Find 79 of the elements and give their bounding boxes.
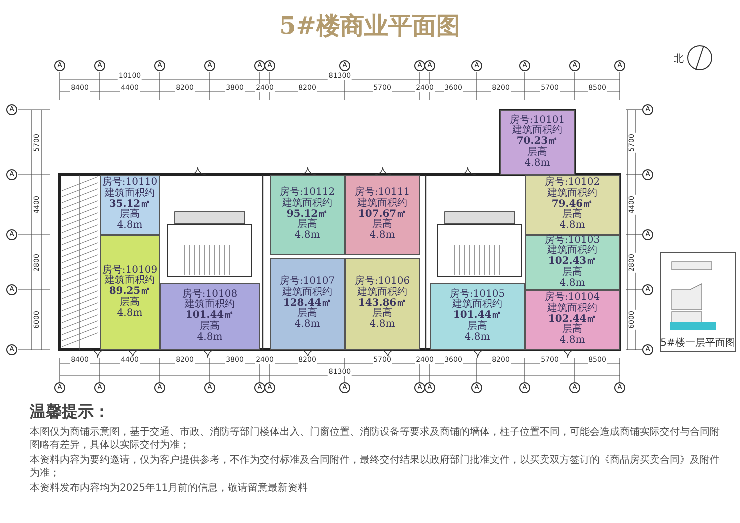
area-value: 101.44㎡: [186, 311, 234, 322]
key-plan-caption: 5#楼一层平面图: [660, 336, 736, 350]
shop-unit: [345, 175, 420, 255]
shop-unit: [430, 283, 525, 350]
room-number: 房号:10107: [280, 277, 336, 287]
room-number: 房号:10102: [544, 178, 600, 188]
area-caption: 建筑面积约: [548, 246, 598, 256]
room-number: 房号:10104: [544, 293, 600, 303]
notes-heading: 温馨提示：: [30, 402, 110, 423]
height-caption: 层高: [120, 210, 140, 220]
height-caption: 层高: [200, 322, 220, 332]
height-value: 4.8m: [370, 320, 396, 331]
area-caption: 建筑面积约: [105, 276, 155, 286]
room-number: 房号:10111: [354, 188, 410, 198]
height-value: 4.8m: [117, 221, 143, 232]
area-caption: 建筑面积约: [185, 300, 235, 310]
shop-unit: [500, 110, 575, 175]
height-value: 4.8m: [117, 308, 143, 320]
area-value: 70.23㎡: [516, 137, 558, 148]
room-number: 房号:10106: [354, 277, 410, 287]
area-caption: 建筑面积约: [358, 288, 408, 298]
room-number: 房号:10109: [102, 266, 158, 276]
height-value: 4.8m: [560, 278, 586, 290]
shop-unit: [160, 283, 260, 350]
area-value: 143.86㎡: [358, 298, 407, 309]
height-caption: 层高: [298, 220, 318, 230]
area-value: 107.67㎡: [358, 210, 407, 220]
height-value: 4.8m: [294, 231, 320, 242]
north-label: 北: [674, 52, 684, 66]
room-number: 房号:10108: [182, 290, 238, 300]
area-caption: 建筑面积约: [548, 304, 598, 314]
height-value: 4.8m: [197, 332, 223, 344]
height-caption: 层高: [528, 148, 548, 158]
area-caption: 建筑面积约: [282, 288, 332, 298]
area-caption: 建筑面积约: [358, 198, 408, 210]
height-caption: 层高: [468, 322, 488, 332]
room-number: 房号:10110: [102, 178, 158, 188]
height-caption: 层高: [298, 309, 318, 320]
height-caption: 层高: [372, 220, 392, 230]
note-text: 本资料发布内容均为2025年11月前的信息，敬请留意最新资料: [30, 482, 310, 495]
area-value: 101.44㎡: [453, 311, 502, 322]
height-value: 4.8m: [524, 158, 550, 170]
area-value: 102.43㎡: [548, 257, 597, 268]
height-caption: 层高: [562, 325, 582, 336]
area-value: 79.46㎡: [552, 200, 594, 210]
area-caption: 建筑面积约: [105, 188, 155, 200]
shop-unit: [525, 290, 620, 350]
height-value: 4.8m: [464, 332, 490, 344]
shop-unit: [525, 235, 620, 290]
area-value: 35.12㎡: [109, 200, 151, 210]
height-value: 4.8m: [560, 336, 586, 347]
shop-unit: [100, 175, 160, 235]
area-value: 128.44㎡: [283, 298, 332, 309]
height-caption: 层高: [562, 268, 582, 278]
height-value: 4.8m: [294, 320, 320, 331]
shop-unit: [345, 258, 420, 350]
note-text: 本资料内容为要约邀请，仅为客户提供参考，不作为交付标准及合同附件，最终交付结果以政府部门批准文件，以买卖双方签订的《商品房买卖合同》及附件为准；: [30, 454, 720, 480]
area-value: 89.25㎡: [109, 287, 151, 298]
room-number: 房号:10105: [450, 290, 506, 300]
room-number: 房号:10101: [510, 116, 566, 126]
height-caption: 层高: [372, 309, 392, 320]
area-caption: 建筑面积约: [512, 126, 562, 136]
shop-unit: [270, 258, 345, 350]
title: 5#楼商业平面图: [278, 10, 462, 42]
height-caption: 层高: [562, 210, 582, 220]
height-value: 4.8m: [370, 231, 396, 242]
area-value: 95.12㎡: [286, 210, 328, 220]
area-value: 102.44㎡: [548, 314, 597, 325]
area-caption: 建筑面积约: [452, 300, 502, 310]
room-number: 房号:10112: [280, 188, 336, 198]
shop-unit: [100, 235, 160, 350]
room-number: 房号:10103: [544, 236, 600, 246]
note-text: 本图仅为商铺示意图，基于交通、市政、消防等部门楼体出入、门窗位置、消防设备等要求及商铺的墙体，柱子位置不同，可能会造成商铺实际交付与合同附图略有差异，具体以实际交付为准；: [30, 426, 720, 452]
height-caption: 层高: [120, 298, 140, 308]
area-caption: 建筑面积约: [548, 188, 598, 200]
height-value: 4.8m: [560, 221, 586, 232]
shop-unit: [525, 175, 620, 235]
area-caption: 建筑面积约: [282, 198, 332, 210]
shop-unit: [270, 175, 345, 255]
